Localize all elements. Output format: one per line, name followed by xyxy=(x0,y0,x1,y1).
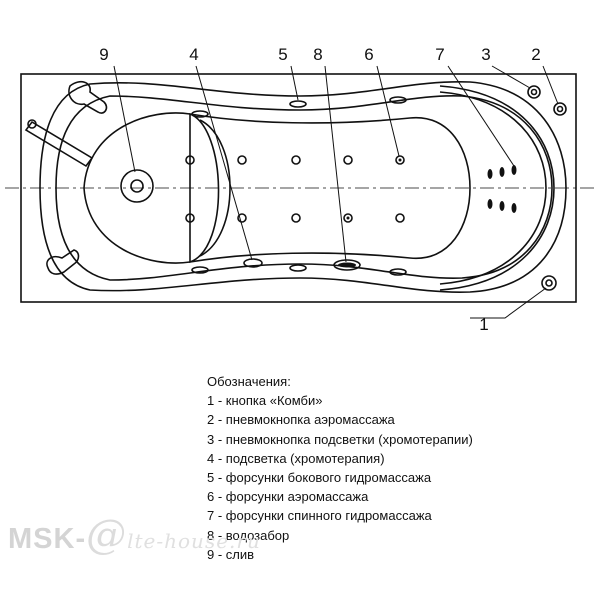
aero-nozzle-dot xyxy=(346,216,350,220)
aero-nozzle xyxy=(185,213,195,223)
aero-nozzle xyxy=(185,155,195,165)
basin-inner-contour xyxy=(189,113,471,263)
side-jet xyxy=(389,96,407,104)
chromotherapy-button xyxy=(527,85,541,99)
legend-item: 6 - форсунки аэромассажа xyxy=(207,489,369,505)
water-intake xyxy=(333,259,361,271)
side-jet xyxy=(191,266,209,274)
leader-9 xyxy=(113,65,136,173)
legend-item: 4 - подсветка (хромотерапия) xyxy=(207,450,385,466)
watermark-at-logo: @ xyxy=(86,512,128,558)
back-jet xyxy=(487,199,493,209)
callout-2: 2 xyxy=(531,45,540,64)
leader-5 xyxy=(290,65,299,101)
aero-nozzle xyxy=(237,155,247,165)
back-jet xyxy=(499,167,505,177)
aero-nozzle xyxy=(343,155,353,165)
callout-5: 5 xyxy=(278,45,287,64)
faucet-knob-bottom xyxy=(46,249,80,275)
callout-9: 9 xyxy=(99,45,108,64)
water-intake-fill xyxy=(338,262,356,268)
combi-button xyxy=(541,275,557,291)
aero-nozzle xyxy=(237,213,247,223)
aero-nozzle xyxy=(395,155,405,165)
leader-8 xyxy=(324,65,347,263)
callout-7: 7 xyxy=(435,45,444,64)
callout-3: 3 xyxy=(481,45,490,64)
callout-6: 6 xyxy=(364,45,373,64)
watermark: MSK-@lte-house.ru xyxy=(8,512,261,558)
legend-item: 5 - форсунки бокового гидромассажа xyxy=(207,470,432,486)
leader-3 xyxy=(491,65,531,89)
leader-1 xyxy=(470,287,547,319)
side-jet xyxy=(191,110,209,118)
drain-ring-outer xyxy=(83,112,191,264)
basin-outer-contour xyxy=(39,81,567,293)
aero-nozzle xyxy=(395,213,405,223)
bathtub-diagram: 9 4 5 8 6 7 3 2 1 xyxy=(5,45,595,330)
back-jet xyxy=(487,169,493,179)
legend: Обозначения: 1 - кнопка «Комби» 2 - пнев… xyxy=(207,372,473,564)
legend-item: 1 - кнопка «Комби» xyxy=(207,393,323,409)
backrest-arc-inner xyxy=(439,91,547,285)
aero-nozzle xyxy=(291,155,301,165)
watermark-domain: lte-house.ru xyxy=(127,529,261,553)
back-jet xyxy=(499,201,505,211)
legend-item: 2 - пневмокнопка аэромассажа xyxy=(207,412,395,428)
legend-item: 9 - слив xyxy=(207,546,255,562)
combi-button-center xyxy=(545,279,553,287)
faucet-handle xyxy=(24,120,94,168)
aero-nozzle-dot xyxy=(398,158,402,162)
light xyxy=(243,258,263,268)
leader-2 xyxy=(542,65,559,105)
aeromassage-button xyxy=(553,102,567,116)
watermark-brand: MSK- xyxy=(8,523,87,555)
drain xyxy=(120,169,154,203)
back-jet xyxy=(511,165,517,175)
legend-item: 8 - водозабор xyxy=(207,527,290,543)
callout-4: 4 xyxy=(189,45,198,64)
backrest-arc-outer xyxy=(439,85,555,291)
aeromassage-button-center xyxy=(556,105,564,113)
callout-1: 1 xyxy=(479,315,488,330)
chromotherapy-button-center xyxy=(530,88,538,96)
legend-item: 7 - форсунки спинного гидромассажа xyxy=(207,508,432,524)
drain-ring-line xyxy=(189,113,220,263)
leader-7 xyxy=(447,65,515,167)
back-jet xyxy=(511,203,517,213)
leader-6 xyxy=(376,65,400,157)
aero-nozzle xyxy=(291,213,301,223)
faucet-knob-top xyxy=(68,80,108,114)
leader-4 xyxy=(195,65,253,261)
side-jet xyxy=(389,268,407,276)
callout-8: 8 xyxy=(313,45,322,64)
side-jet xyxy=(289,264,307,272)
side-jet xyxy=(289,100,307,108)
legend-title: Обозначения: xyxy=(207,374,291,389)
aero-nozzle xyxy=(343,213,353,223)
legend-item: 3 - пневмокнопка подсветки (хромотерапии… xyxy=(207,431,473,447)
faucet-handle-pivot xyxy=(27,119,37,129)
drain-ring-inner xyxy=(199,119,231,257)
basin-second-contour xyxy=(55,95,553,281)
drain-center xyxy=(130,179,144,193)
